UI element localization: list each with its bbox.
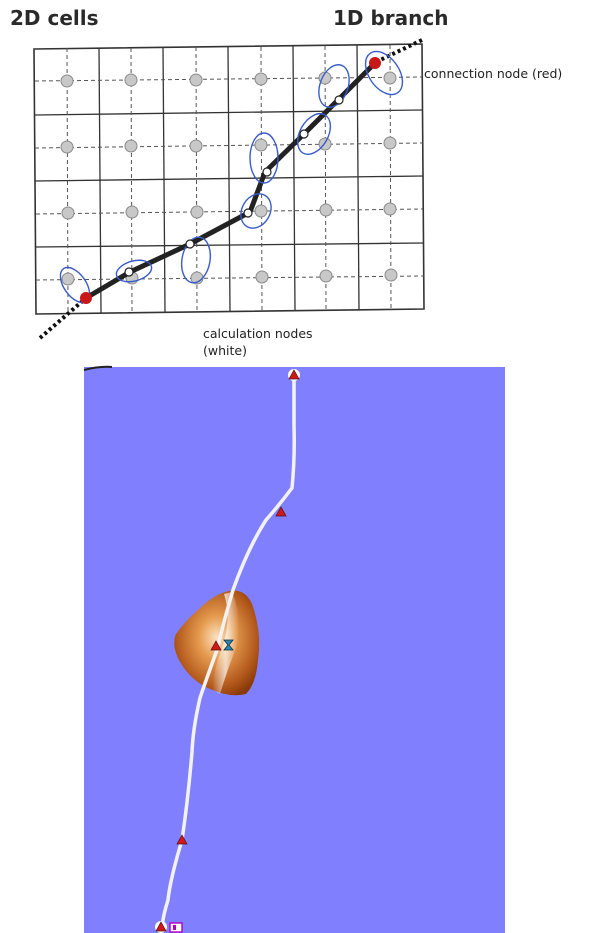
connection-ellipses [59,50,404,304]
title-1d-branch: 1D branch [333,6,449,30]
calculation-nodes-label: calculation nodes (white) [203,325,313,359]
triangle-node-icon [176,834,188,845]
calculation-nodes [124,95,344,277]
boundary-box-icon [169,922,183,933]
triangle-node-icon [210,640,222,651]
triangle-node-icon [275,506,287,517]
connection-node-end [369,57,381,69]
connection-node-label: connection node (red) [424,66,563,81]
channel-nodes [155,369,300,933]
cell-nodes [60,71,398,286]
river-channel [160,374,296,929]
calc-label-line2: (white) [203,343,247,358]
title-2d-cells: 2D cells [10,6,99,30]
hourglass-structure-icon [223,639,234,651]
branch-1d [38,38,423,340]
connection-node-start [80,292,92,304]
grid-2d [33,43,425,315]
map-view [83,365,505,933]
map-corner-artifact [83,365,113,371]
triangle-node-icon [288,369,300,381]
triangle-node-icon [155,921,167,933]
calc-label-line1: calculation nodes [203,326,313,341]
